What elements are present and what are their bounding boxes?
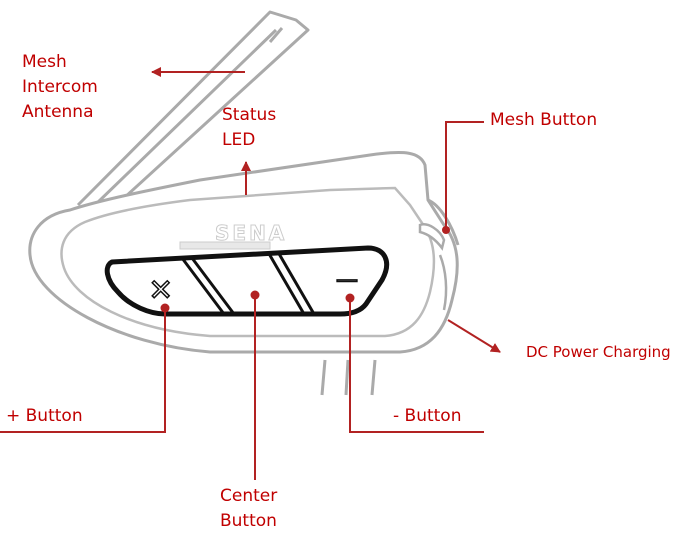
leader-lines — [0, 67, 501, 480]
label-mesh-antenna-line2: Intercom — [22, 77, 98, 97]
label-center-button-line1: Center — [220, 486, 278, 506]
minus-symbol: — — [336, 268, 358, 293]
button-panel — [104, 245, 389, 317]
label-minus-button: - Button — [393, 406, 462, 426]
label-plus-button: + Button — [6, 406, 83, 426]
label-center-button-line2: Button — [220, 511, 277, 531]
label-mesh-antenna-line3: Antenna — [22, 102, 94, 122]
label-mesh-antenna-line1: Mesh — [22, 52, 67, 72]
leader-dots — [160, 226, 450, 313]
antenna — [76, 10, 310, 207]
mesh-button-shape — [418, 223, 446, 251]
status-led — [179, 241, 271, 250]
brand-logo: SENA — [215, 221, 287, 245]
device-body — [28, 150, 460, 354]
label-dc-power-charging: DC Power Charging — [526, 343, 671, 361]
label-mesh-button: Mesh Button — [490, 110, 598, 130]
label-status-led-line1: Status — [222, 105, 277, 125]
mount-bracket — [320, 359, 377, 396]
label-status-led-line2: LED — [222, 130, 256, 150]
